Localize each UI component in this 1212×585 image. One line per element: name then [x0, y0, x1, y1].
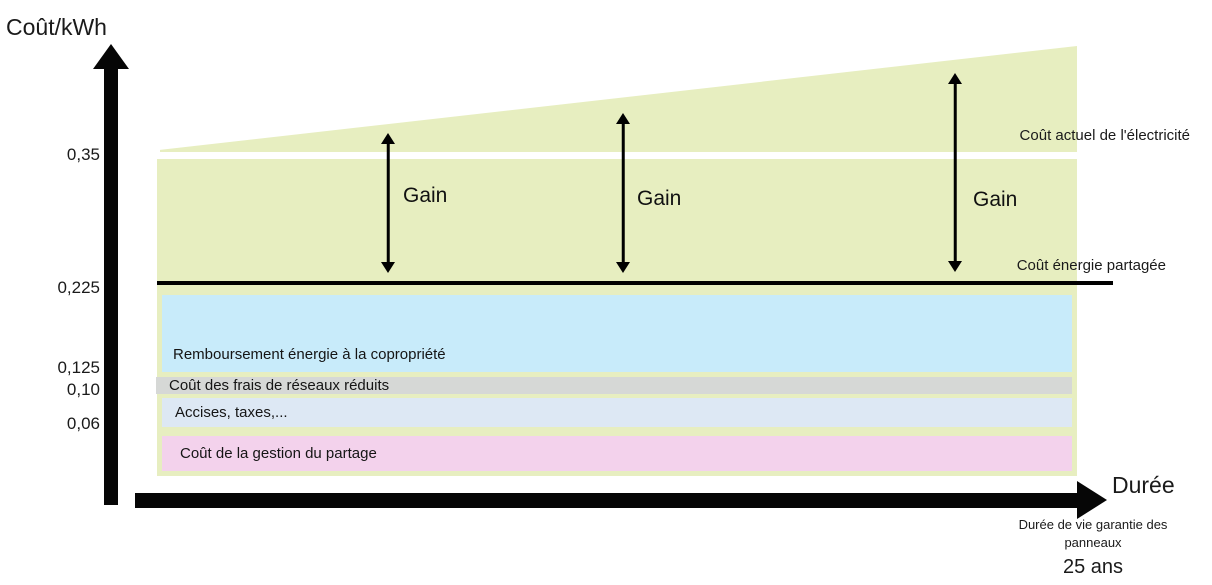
gain-arrow-2-icon [616, 113, 630, 273]
y-tick-0-10: 0,10 [66, 380, 100, 399]
x-axis-line [135, 493, 1078, 508]
y-tick-0-225: 0,225 [57, 278, 100, 297]
reimbursement-band: Remboursement énergie à la copropriété [162, 295, 1072, 372]
y-tick-0-35: 0,35 [66, 145, 100, 164]
taxes-band: Accises, taxes,... [162, 398, 1072, 427]
panel-warranty-note: Durée de vie garantie des panneaux [1003, 516, 1183, 552]
arrow-down-icon [381, 262, 395, 273]
y-tick-0-125: 0,125 [57, 358, 100, 377]
network-fees-band: Coût des frais de réseaux réduits [156, 377, 1072, 394]
gain-label-3: Gain [973, 188, 1018, 211]
network-fees-band-label: Coût des frais de réseaux réduits [169, 377, 390, 394]
panel-warranty-note-line1: Durée de vie garantie des [1018, 517, 1168, 532]
current-electricity-cost-label: Coût actuel de l'électricité [1019, 127, 1190, 144]
x-axis-title: Durée [1112, 472, 1175, 498]
panel-warranty-note-line2: panneaux [1064, 535, 1122, 550]
arrow-up-icon [616, 113, 630, 124]
y-tick-0-06: 0,06 [66, 414, 100, 433]
shared-energy-cost-label: Coût énergie partagée [1016, 257, 1166, 274]
management-cost-band-label: Coût de la gestion du partage [180, 445, 377, 462]
arrow-down-icon [616, 262, 630, 273]
gain-label-2: Gain [637, 187, 682, 210]
y-axis-title: Coût/kWh [6, 14, 107, 40]
reimbursement-band-label: Remboursement énergie à la copropriété [173, 346, 446, 363]
panel-warranty-years: 25 ans [1062, 556, 1124, 578]
y-axis-arrowhead-icon [93, 44, 129, 69]
arrow-down-icon [948, 261, 962, 272]
shared-energy-cost-line [157, 281, 1113, 285]
management-cost-band: Coût de la gestion du partage [162, 436, 1072, 471]
arrow-shaft [386, 142, 390, 264]
gain-label-1: Gain [403, 184, 448, 207]
taxes-band-label: Accises, taxes,... [175, 404, 288, 421]
gain-arrow-1-icon [381, 133, 395, 273]
arrow-up-icon [381, 133, 395, 144]
y-axis-line [104, 66, 118, 505]
arrow-up-icon [948, 73, 962, 84]
arrow-shaft [621, 122, 625, 264]
x-axis-arrowhead-icon [1077, 481, 1107, 519]
arrow-shaft [953, 82, 957, 263]
gain-arrow-3-icon [948, 73, 962, 272]
